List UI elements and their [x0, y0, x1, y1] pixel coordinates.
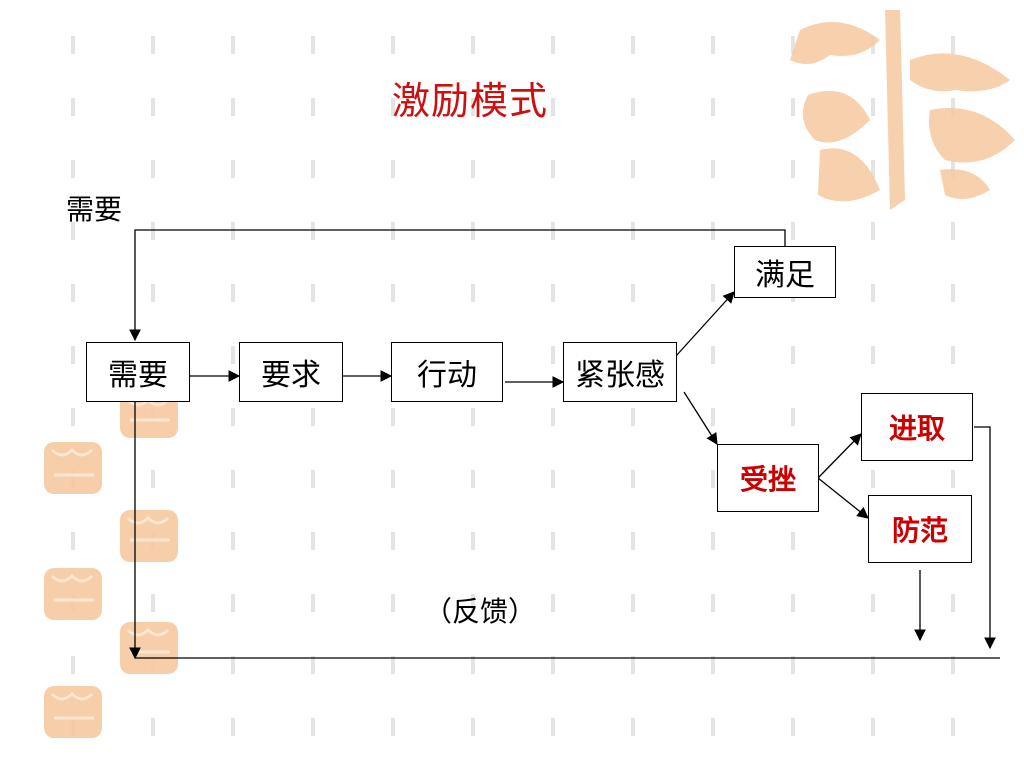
node-action: 行动 — [391, 342, 503, 402]
diagram-title: 激励模式 — [391, 79, 548, 123]
arrow-tension-to-satisfaction — [675, 291, 735, 357]
arrow-tension-to-frustration — [683, 391, 718, 445]
satisfaction-feedback-line — [129, 229, 786, 342]
node-demand: 要求 — [239, 342, 343, 402]
node-tension: 紧张感 — [563, 342, 677, 402]
node-satisfaction: 满足 — [734, 246, 836, 298]
node-enterprise: 进取 — [861, 393, 973, 461]
node-frustration: 受挫 — [717, 444, 819, 512]
large-seal-watermark — [790, 10, 1015, 210]
node-need: 需要 — [86, 342, 190, 402]
enterprise-bracket-line — [974, 426, 996, 650]
arrow-frustration-to-defense — [817, 477, 869, 519]
side-need-label: 需要 — [66, 193, 123, 226]
node-defense: 防范 — [868, 495, 972, 563]
arrow-frustration-to-enterprise — [817, 433, 862, 479]
feedback-label: （反馈） — [424, 595, 537, 628]
